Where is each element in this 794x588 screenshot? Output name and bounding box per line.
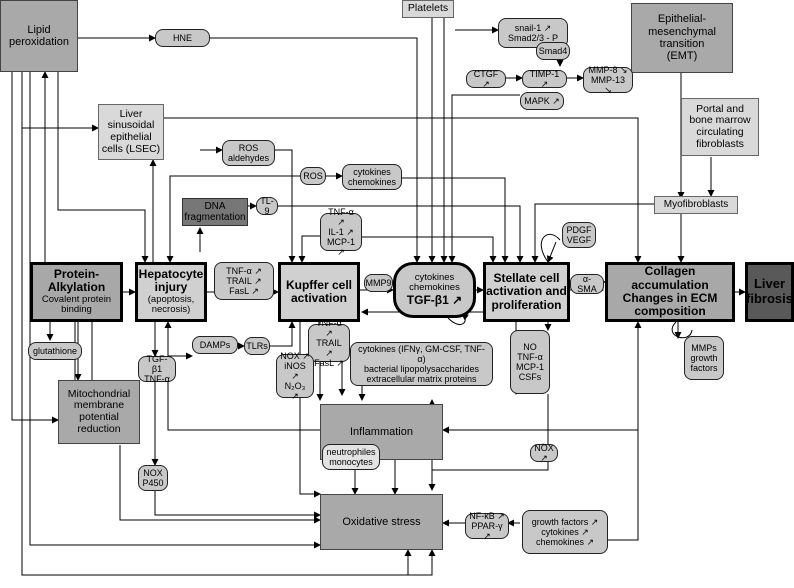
portal-fibroblasts-box: Portal and bone marrow circulating fibro… bbox=[681, 98, 759, 156]
lsec-box: Liver sinusoidal epithelial cells (LSEC) bbox=[98, 104, 164, 160]
tnf-il1-mcp1-pill: TNF-α ↗ IL-1 ↗ MCP-1 ↗ bbox=[320, 207, 362, 257]
lipid-peroxidation-box: Lipid peroxidation bbox=[0, 0, 78, 72]
tlrs-pill: TLRs bbox=[244, 337, 270, 355]
nox-arrow-pill: NOX ↗ bbox=[530, 443, 558, 463]
growth-factors-pill: growth factors ↗ cytokines ↗ chemokines … bbox=[522, 510, 608, 554]
no-tnf-mcp-csfs-pill: NO TNF-α MCP-1 CSFs bbox=[510, 330, 550, 394]
tnf-trail-fasl-1-pill: TNF-α ↗ TRAIL ↗ FasL ↗ bbox=[214, 262, 274, 300]
nox-inos-pill: NOX ↗ iNOS ↗ N₂O₃ ↗ bbox=[276, 351, 314, 401]
glutathione-pill: glutathione bbox=[28, 342, 82, 360]
damps-pill: DAMPs bbox=[192, 336, 238, 354]
nox-p450-pill: NOX P450 bbox=[138, 465, 168, 491]
emt-box: Epithelial- mesenchymal transition (EMT) bbox=[631, 3, 733, 73]
alpha-sma-pill: α-SMA bbox=[570, 274, 604, 294]
cytokines-ifn-pill: cytokines (IFNγ, GM-CSF, TNF-α) bacteria… bbox=[350, 342, 493, 386]
liver-fibrosis-box: Liver fibrosis bbox=[745, 262, 794, 322]
platelets-box: Platelets bbox=[402, 0, 454, 18]
timp1-pill: TIMP-1 ↗ bbox=[522, 69, 567, 89]
ros-pill: ROS bbox=[300, 167, 326, 185]
tl9-pill: TL-9 bbox=[256, 196, 278, 216]
tgf-beta-box: cytokines chemokines TGF-β1 ↗ bbox=[393, 262, 476, 318]
cytokines-chemokines-top-pill: cytokines chemokines bbox=[342, 164, 402, 190]
dna-fragmentation-box: DNA fragmentation bbox=[182, 198, 248, 226]
neutrophiles-pill: neutrophiles monocytes bbox=[322, 444, 380, 470]
mmp9-pill: MMP9 bbox=[364, 274, 393, 292]
oxidative-stress-box: Oxidative stress bbox=[320, 494, 443, 550]
tnf-trail-fasl-2-pill: TNF-α ↗ TRAIL ↗ FasL ↗ bbox=[308, 318, 350, 368]
mmps-growth-pill: MMPs growth factors bbox=[684, 336, 724, 380]
ros-aldehydes-pill: ROS aldehydes bbox=[222, 140, 275, 166]
hne-pill: HNE bbox=[155, 29, 210, 47]
smad4-pill: Smad4 bbox=[536, 42, 570, 60]
myofibroblasts-box: Myofibroblasts bbox=[654, 196, 738, 214]
mitochondrial-box: Mitochondrial membrane potential reducti… bbox=[58, 380, 140, 444]
smad-pill: snail-1 ↗ Smad2/3 - P bbox=[498, 18, 568, 48]
mmp-pill: MMP-8 ↘ MMP-13 ↘ bbox=[583, 65, 633, 95]
tgf-tnf-pill: TGF-β1 TNF-α bbox=[138, 354, 176, 384]
hepatocyte-injury-box: Hepatocyte injury (apoptosis, necrosis) bbox=[135, 262, 207, 322]
kupffer-activation-box: Kupffer cell activation bbox=[278, 262, 360, 322]
protein-alkylation-box: Protein-Alkylation Covalent protein bind… bbox=[30, 262, 123, 322]
mapk-pill: MAPK ↗ bbox=[520, 92, 564, 110]
ctgf-pill: CTGF ↗ bbox=[466, 69, 506, 89]
pdgf-vegf-pill: PDGF VEGF bbox=[562, 222, 596, 248]
stellate-activation-box: Stellate cell activation and proliferati… bbox=[483, 262, 570, 322]
collagen-box: Collagen accumulation Changes in ECM com… bbox=[605, 262, 735, 322]
nfkb-pill: NF-κB ↗ PPAR-γ ↗ bbox=[465, 511, 509, 541]
